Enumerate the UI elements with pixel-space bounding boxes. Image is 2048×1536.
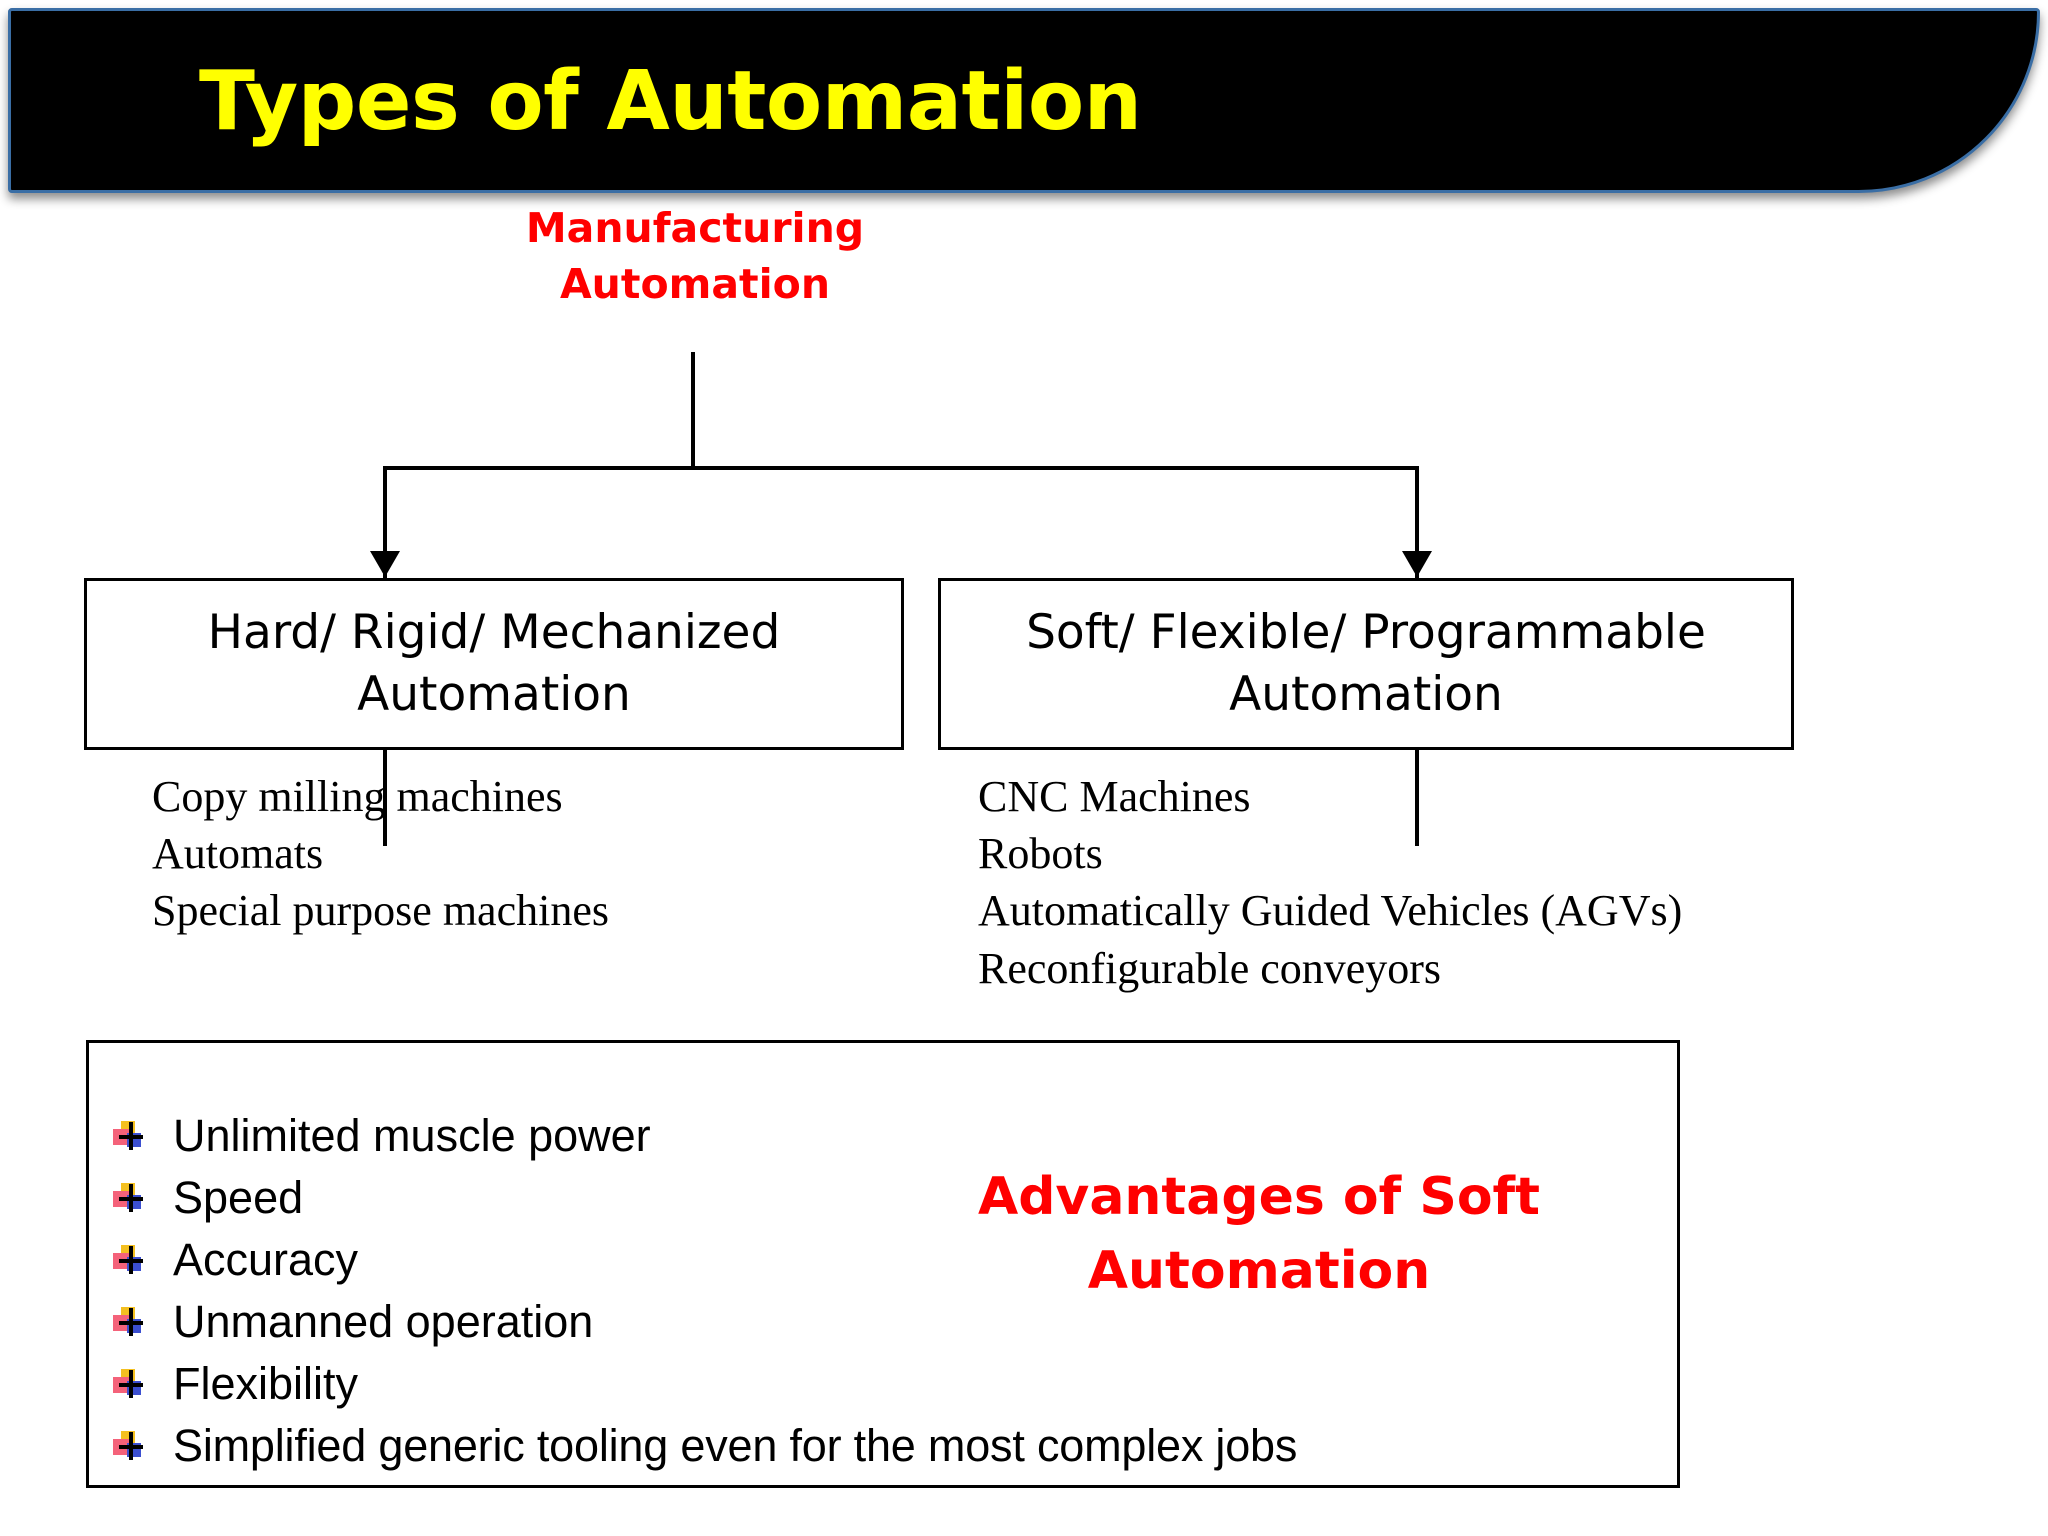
connector-horizontal: [383, 466, 1419, 470]
list-item: Speed: [113, 1167, 1653, 1229]
title-banner: Types of Automation: [8, 8, 2040, 193]
four-square-cross-bullet-icon: [113, 1183, 143, 1213]
list-item-label: Unlimited muscle power: [173, 1110, 651, 1161]
example-list-hard-automation: Copy milling machines Automats Special p…: [152, 768, 609, 940]
advantages-heading-line-1: Advantages of Soft: [977, 1167, 1541, 1227]
connector-stem-vertical: [691, 352, 695, 470]
example-list-soft-automation: CNC Machines Robots Automatically Guided…: [978, 768, 1682, 997]
advantages-heading: Advantages of Soft Automation: [909, 1161, 1609, 1309]
category-box-hard-automation: Hard/ Rigid/ Mechanized Automation: [84, 578, 904, 750]
category-box-soft-line-1: Soft/ Flexible/ Programmable: [1026, 604, 1706, 660]
arrow-head-left-icon: [370, 551, 400, 577]
list-item-label: Speed: [173, 1172, 304, 1223]
list-item: Robots: [978, 829, 1103, 879]
four-square-cross-bullet-icon: [113, 1369, 143, 1399]
list-item: Unmanned operation: [113, 1291, 1653, 1353]
root-node-line-1: Manufacturing: [525, 204, 865, 252]
list-item-label: Unmanned operation: [173, 1296, 594, 1347]
list-item: Simplified generic tooling even for the …: [113, 1415, 1653, 1477]
advantages-heading-line-2: Automation: [1087, 1240, 1431, 1301]
page-title: Types of Automation: [199, 54, 1142, 149]
arrow-head-right-icon: [1402, 551, 1432, 577]
list-item: Special purpose machines: [152, 886, 609, 936]
advantages-list: Unlimited muscle power Speed Accuracy Un…: [113, 1105, 1653, 1477]
category-box-hard-line-1: Hard/ Rigid/ Mechanized: [207, 604, 781, 660]
list-item-label: Simplified generic tooling even for the …: [173, 1420, 1298, 1471]
list-item: Unlimited muscle power: [113, 1105, 1653, 1167]
list-item: Flexibility: [113, 1353, 1653, 1415]
four-square-cross-bullet-icon: [113, 1121, 143, 1151]
advantages-box: Unlimited muscle power Speed Accuracy Un…: [86, 1040, 1680, 1488]
list-item: Automats: [152, 829, 324, 879]
list-item: Reconfigurable conveyors: [978, 943, 1442, 993]
list-item-label: Flexibility: [173, 1358, 359, 1409]
list-item: CNC Machines: [978, 772, 1251, 821]
four-square-cross-bullet-icon: [113, 1307, 143, 1337]
category-box-soft-automation: Soft/ Flexible/ Programmable Automation: [938, 578, 1794, 750]
root-node-line-2: Automation: [559, 260, 831, 309]
list-item-label: Accuracy: [173, 1234, 359, 1285]
root-node-manufacturing-automation: Manufacturing Automation: [450, 200, 940, 312]
four-square-cross-bullet-icon: [113, 1431, 143, 1461]
list-item: Accuracy: [113, 1229, 1653, 1291]
category-box-soft-line-2: Automation: [1229, 667, 1503, 722]
list-item: Copy milling machines: [152, 772, 563, 821]
category-box-hard-line-2: Automation: [357, 667, 631, 722]
four-square-cross-bullet-icon: [113, 1245, 143, 1275]
list-item: Automatically Guided Vehicles (AGVs): [978, 886, 1683, 936]
